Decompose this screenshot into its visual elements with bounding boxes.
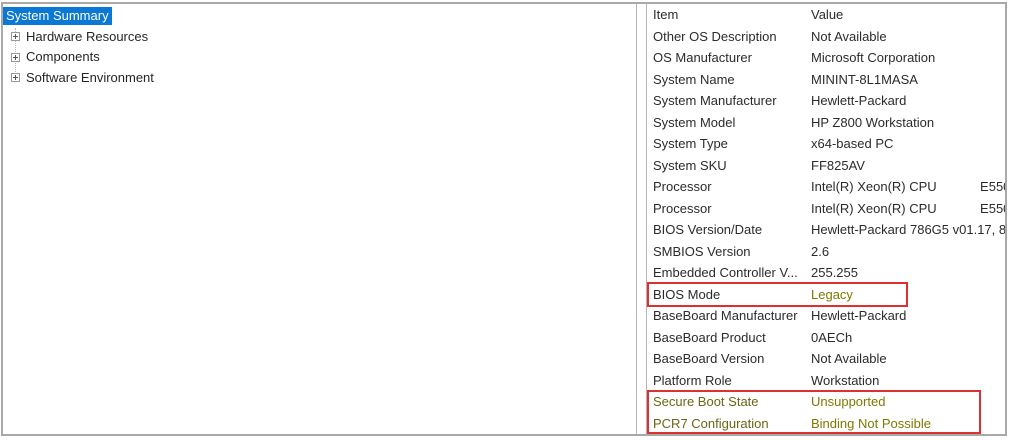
item-cell[interactable]: Other OS Description [653,28,777,44]
tree-item-label[interactable]: Hardware Resources [26,28,149,44]
item-cell[interactable]: System Name [653,71,735,87]
value-cell[interactable]: Intel(R) Xeon(R) CPU E5506 [811,200,1005,216]
item-cell[interactable]: System Manufacturer [653,93,777,109]
details-header-row: Item Value [647,4,1005,26]
detail-row[interactable]: System Manufacturer Hewlett-Packard [647,90,1005,112]
detail-row[interactable]: Platform Role Workstation [647,370,1005,392]
detail-row[interactable]: Secure Boot State Unsupported [647,391,1005,413]
value-cell[interactable]: Hewlett-Packard [811,93,907,109]
value-cell[interactable]: Not Available [811,351,887,367]
column-header-value[interactable]: Value [811,7,844,23]
item-cell[interactable]: SMBIOS Version [653,243,751,259]
item-cell[interactable]: Embedded Controller V... [653,265,798,281]
item-cell[interactable]: System Model [653,114,736,130]
value-cell[interactable]: 255.255 [811,265,858,281]
detail-row[interactable]: Processor Intel(R) Xeon(R) CPU E5506 [647,198,1005,220]
item-cell[interactable]: Processor [653,179,712,195]
detail-row[interactable]: BaseBoard Product 0AECh [647,327,1005,349]
detail-row[interactable]: SMBIOS Version 2.6 [647,241,1005,263]
value-cell[interactable]: Unsupported [811,394,886,410]
tree-item-label[interactable]: Software Environment [26,69,154,85]
tree-item-hardware-resources[interactable]: Hardware Resources [3,27,636,48]
value-cell[interactable]: Legacy [811,286,853,302]
value-cell[interactable]: 2.6 [811,243,830,259]
item-cell[interactable]: BaseBoard Version [653,351,765,367]
expand-plus-icon[interactable] [11,73,20,83]
tree-item-software-environment[interactable]: Software Environment [3,68,636,89]
tree-item-components[interactable]: Components [3,47,636,68]
value-cell[interactable]: FF825AV [811,157,865,173]
value-cell[interactable]: Intel(R) Xeon(R) CPU E5506 [811,179,1005,195]
value-cell[interactable]: MININT-8L1MASA [811,71,918,87]
value-cell[interactable]: Microsoft Corporation [811,50,936,66]
value-cell[interactable]: HP Z800 Workstation [811,114,935,130]
detail-row[interactable]: BIOS Mode Legacy [647,284,1005,306]
detail-row[interactable]: System Type x64-based PC [647,133,1005,155]
item-cell[interactable]: Secure Boot State [653,394,759,410]
expand-plus-icon[interactable] [11,32,20,42]
detail-row[interactable]: System SKU FF825AV [647,155,1005,177]
tree-item-system-summary[interactable]: System Summary [3,6,636,27]
tree-item-label[interactable]: Components [26,49,100,65]
value-cell[interactable]: Workstation [811,372,880,388]
item-cell[interactable]: Processor [653,200,712,216]
value-cell[interactable]: Not Available [811,28,887,44]
item-cell[interactable]: System Type [653,136,728,152]
detail-row[interactable]: BIOS Version/Date Hewlett-Packard 786G5 … [647,219,1005,241]
value-cell[interactable]: Hewlett-Packard 786G5 v01.17, 8/ [811,222,1005,238]
item-cell[interactable]: BIOS Version/Date [653,222,763,238]
column-header-item[interactable]: Item [653,7,679,23]
item-cell[interactable]: System SKU [653,157,727,173]
value-cell[interactable]: Binding Not Possible [811,415,931,431]
detail-row[interactable]: System Name MININT-8L1MASA [647,69,1005,91]
value-cell[interactable]: x64-based PC [811,136,894,152]
tree-item-label[interactable]: System Summary [3,7,112,26]
detail-row[interactable]: PCR7 Configuration Binding Not Possible [647,413,1005,435]
item-cell[interactable]: OS Manufacturer [653,50,752,66]
detail-row[interactable]: System Model HP Z800 Workstation [647,112,1005,134]
item-cell[interactable]: BIOS Mode [653,286,721,302]
value-cell[interactable]: 0AECh [811,329,853,345]
item-cell[interactable]: Platform Role [653,372,732,388]
details-panel: Item Value Other OS Description Not Avai… [646,4,1005,434]
detail-row[interactable]: Processor Intel(R) Xeon(R) CPU E5506 [647,176,1005,198]
category-tree-panel: System Summary Hardware Resources Compon… [3,4,637,434]
value-cell[interactable]: Hewlett-Packard [811,308,907,324]
expand-plus-icon[interactable] [11,52,20,62]
detail-row[interactable]: OS Manufacturer Microsoft Corporation [647,47,1005,69]
detail-row[interactable]: Other OS Description Not Available [647,26,1005,48]
item-cell[interactable]: PCR7 Configuration [653,415,769,431]
item-cell[interactable]: BaseBoard Product [653,329,766,345]
item-cell[interactable]: BaseBoard Manufacturer [653,308,798,324]
detail-row[interactable]: BaseBoard Version Not Available [647,348,1005,370]
detail-row[interactable]: Embedded Controller V... 255.255 [647,262,1005,284]
detail-row[interactable]: BaseBoard Manufacturer Hewlett-Packard [647,305,1005,327]
